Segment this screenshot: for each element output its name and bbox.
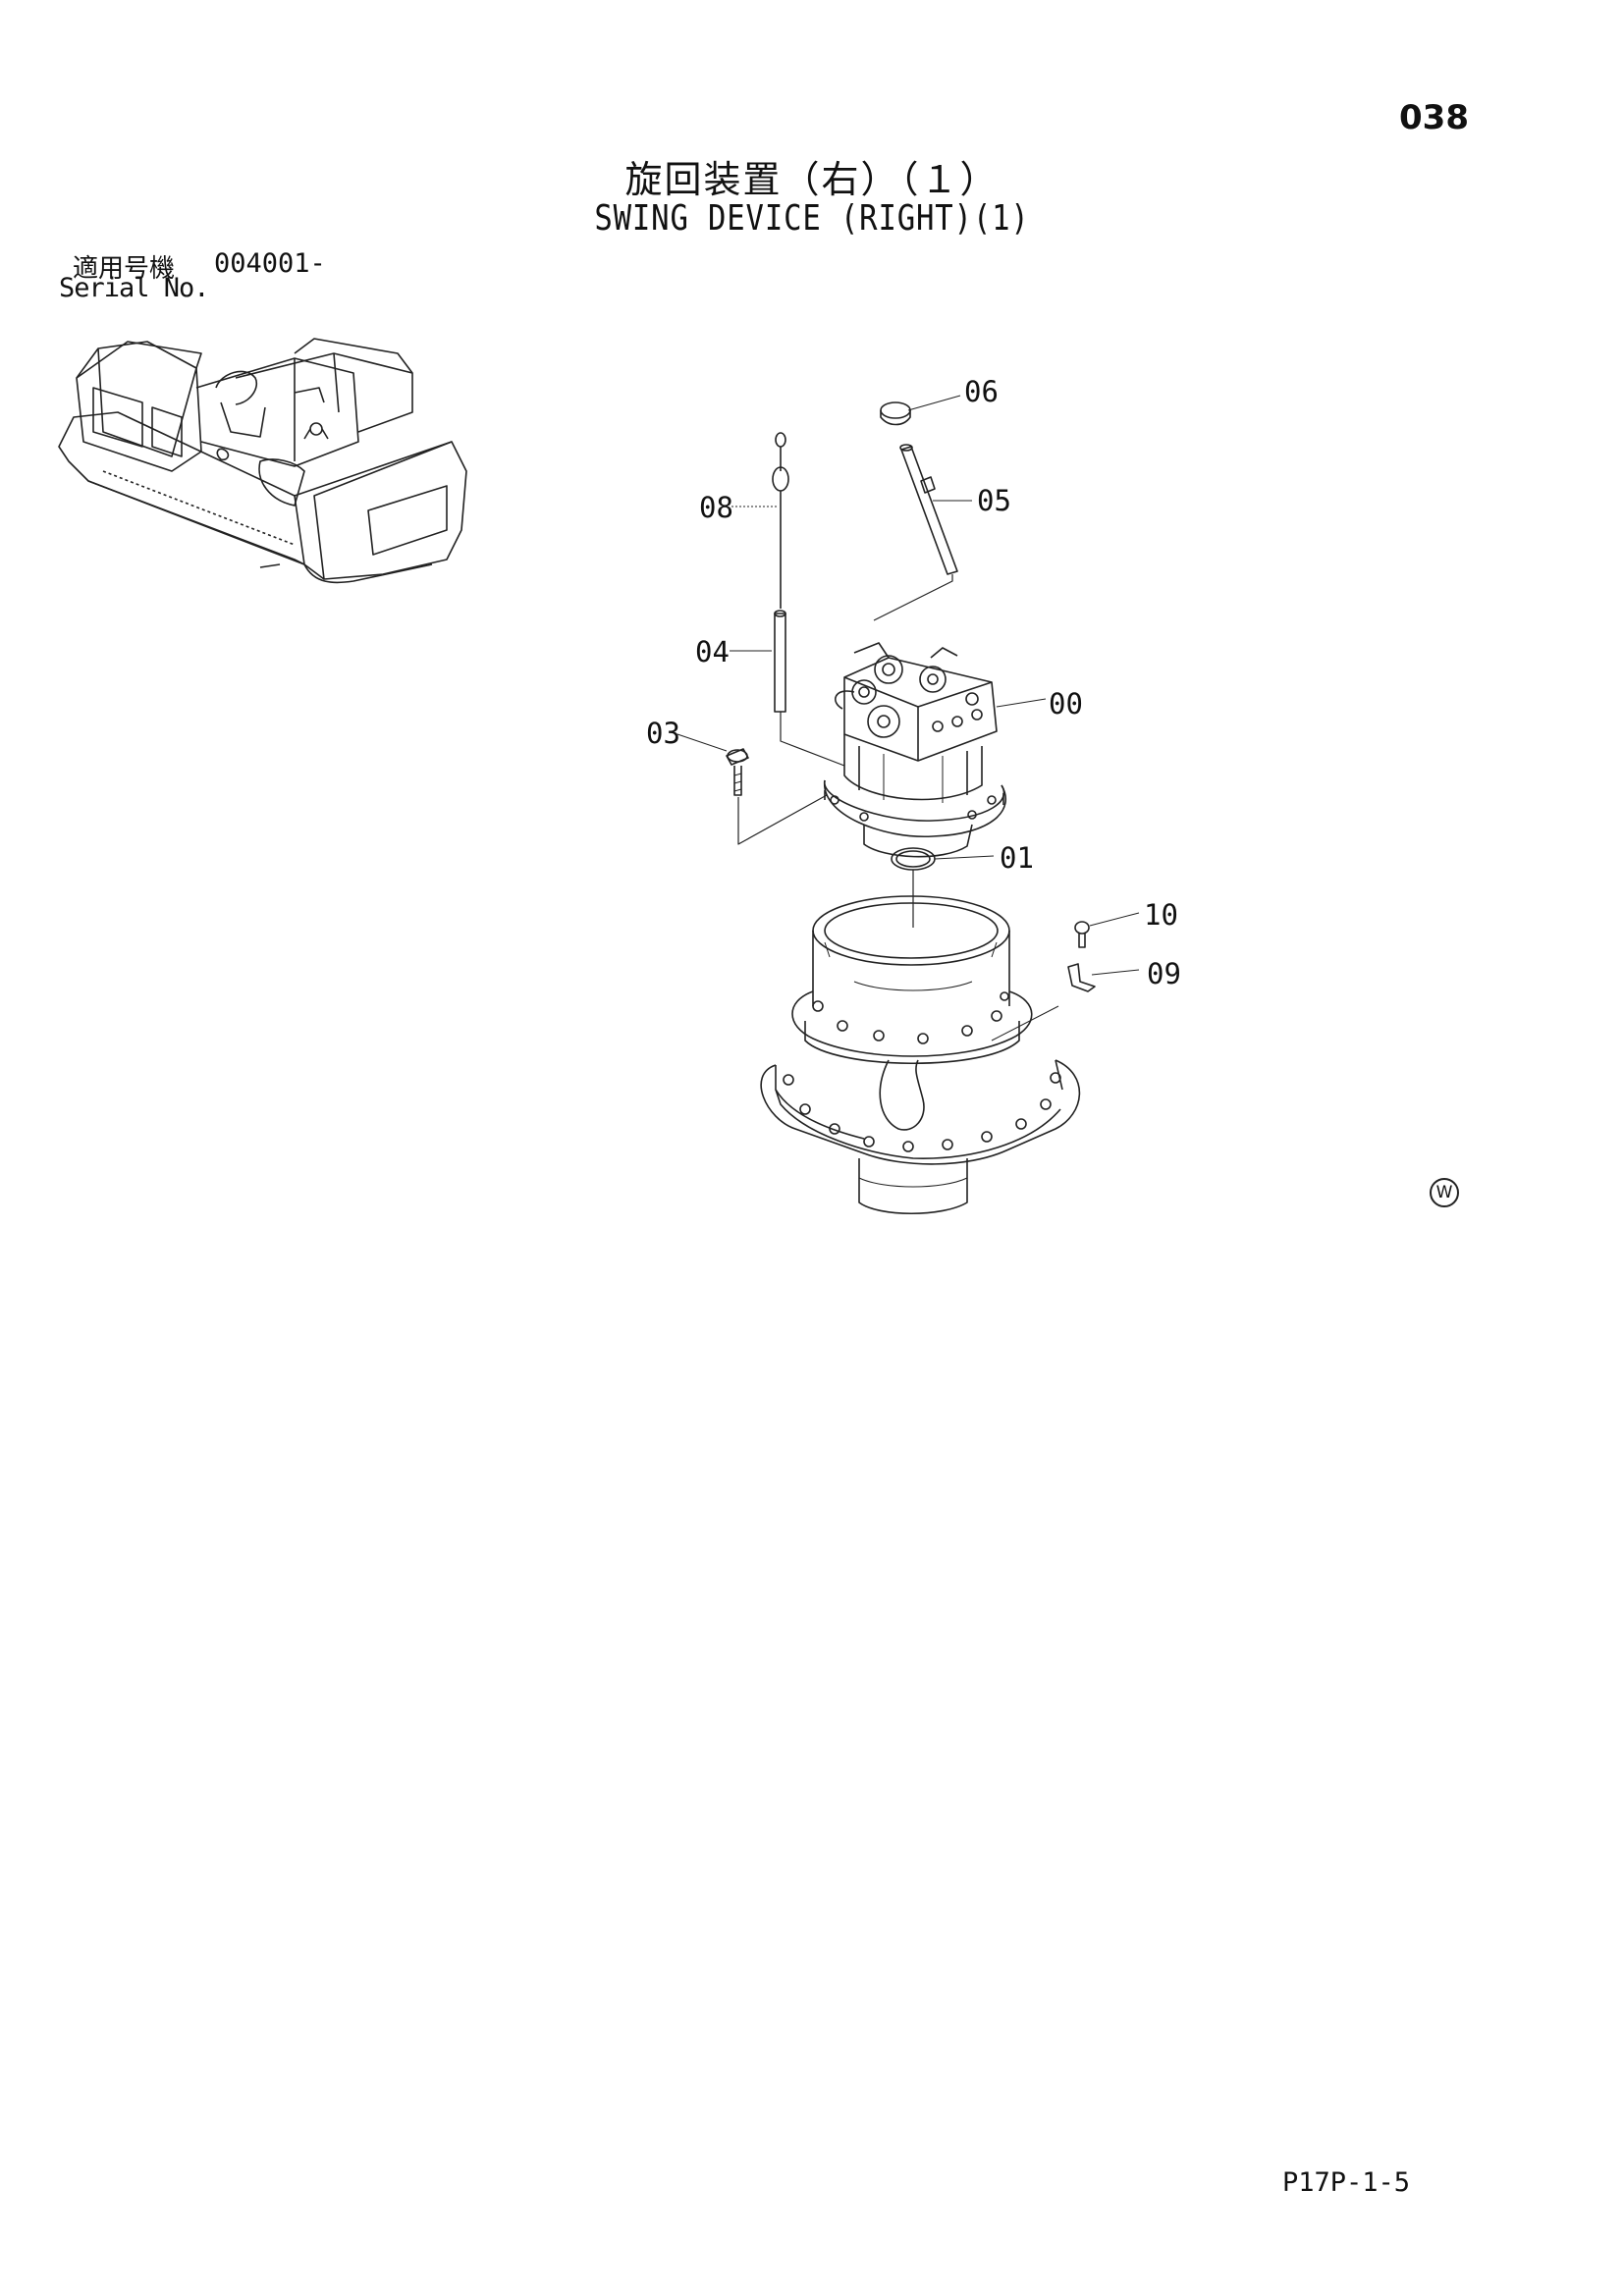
document-code: P17P-1-5 bbox=[1282, 2167, 1411, 2198]
callout-00: 00 bbox=[1049, 687, 1083, 721]
part-09-bracket bbox=[1067, 963, 1140, 992]
callout-01: 01 bbox=[1000, 841, 1034, 875]
callout-09: 09 bbox=[1147, 957, 1181, 990]
serial-label-japanese: 適用号機 bbox=[73, 254, 176, 284]
part-10-bolt bbox=[1074, 912, 1140, 948]
page-number: 038 bbox=[1399, 98, 1469, 137]
part-01-o-ring bbox=[891, 847, 995, 928]
part-04-gauge-tube bbox=[730, 610, 845, 767]
part-06-cap bbox=[880, 395, 961, 426]
part-08-dipstick bbox=[731, 432, 789, 609]
callout-08: 08 bbox=[699, 491, 733, 524]
callout-05: 05 bbox=[977, 484, 1011, 517]
callout-10: 10 bbox=[1144, 898, 1178, 932]
part-05-pipe bbox=[873, 444, 972, 621]
part-03-bolt bbox=[677, 733, 828, 845]
serial-label-english: Serial No. bbox=[59, 273, 210, 303]
serial-number-value: 004001- bbox=[214, 248, 326, 279]
page-title-japanese: 旋回装置（右）（１） bbox=[624, 158, 1000, 201]
callout-04: 04 bbox=[695, 635, 730, 668]
reduction-gear-housing bbox=[760, 895, 1081, 1214]
callout-03: 03 bbox=[646, 717, 680, 750]
page-title-english: SWING DEVICE (RIGHT)(1) bbox=[594, 198, 1030, 239]
callout-06: 06 bbox=[964, 375, 999, 408]
w-circle-mark: W bbox=[1430, 1178, 1459, 1207]
part-00-swing-motor bbox=[824, 642, 1047, 858]
